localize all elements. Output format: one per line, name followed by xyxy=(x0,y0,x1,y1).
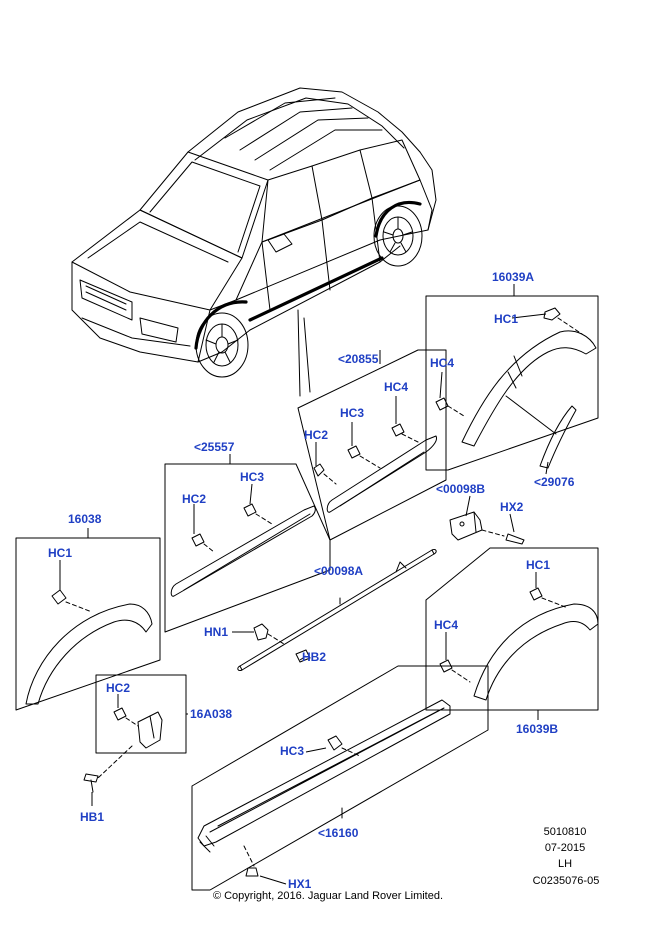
callout-16038[interactable]: 16038 xyxy=(68,512,102,526)
frame-16038 xyxy=(15,537,161,711)
fastener-hx2 xyxy=(481,529,525,545)
part-front-door-moulding xyxy=(170,505,316,597)
frame-16039A xyxy=(425,295,599,471)
callout-hc1-a[interactable]: HC1 xyxy=(494,312,519,326)
clip-hc3-b xyxy=(347,445,381,469)
bracket-hole xyxy=(459,521,465,527)
frame-16039B xyxy=(425,547,599,711)
clip-hc2-b xyxy=(313,463,337,485)
callout-00098B[interactable]: <00098B xyxy=(436,482,486,496)
callout-hc1-d[interactable]: HC1 xyxy=(48,546,73,560)
leader-29076 xyxy=(505,395,557,435)
front-door-moulding-edge xyxy=(183,513,311,591)
part-rear-door-moulding xyxy=(326,435,437,513)
clip-hc4-e xyxy=(439,659,471,683)
sill-tube-tab xyxy=(395,561,407,573)
callout-16160[interactable]: <16160 xyxy=(318,826,359,840)
callout-hx2[interactable]: HX2 xyxy=(500,500,524,514)
vehicle-arch-highlight-rear xyxy=(374,201,422,238)
callout-16039A[interactable]: 16039A xyxy=(492,270,535,284)
callout-25557[interactable]: <25557 xyxy=(194,440,235,454)
copyright-notice: © Copyright, 2016. Jaguar Land Rover Lim… xyxy=(212,890,444,902)
part-bracket-00098B xyxy=(449,511,483,541)
vehicle-sill-highlight xyxy=(248,256,384,322)
clip-hc3-g xyxy=(327,735,361,757)
sill-moulding-end xyxy=(199,835,215,853)
callout-hc2-b[interactable]: HC2 xyxy=(304,428,329,442)
clip-hc2-f xyxy=(113,707,139,727)
bracket-fold xyxy=(473,511,477,533)
callout-hc4-b[interactable]: HC4 xyxy=(384,380,409,394)
callout-20855[interactable]: <20855 xyxy=(338,352,379,366)
reference-number: 5010810 xyxy=(543,826,587,838)
fastener-hx1 xyxy=(243,845,259,877)
clip-hc2-c xyxy=(191,533,215,553)
fastener-hb1 xyxy=(83,745,133,793)
frame-25557 xyxy=(164,463,331,633)
part-sill-moulding xyxy=(197,699,451,847)
callout-hc4-a[interactable]: HC4 xyxy=(430,356,455,370)
clip-hc1-a xyxy=(543,307,583,335)
callout-hx1[interactable]: HX1 xyxy=(288,877,312,891)
callout-16A038[interactable]: 16A038 xyxy=(190,707,233,721)
mud-flap-rib xyxy=(149,715,155,739)
callout-hc3-c[interactable]: HC3 xyxy=(240,470,265,484)
callout-hc2-c[interactable]: HC2 xyxy=(182,492,207,506)
sill-moulding-edges xyxy=(209,707,445,833)
vehicle-arch-highlight-front xyxy=(194,300,248,350)
reference-side: LH xyxy=(557,858,573,870)
callout-hc3-g[interactable]: HC3 xyxy=(280,744,305,758)
vehicle-leader xyxy=(297,309,311,397)
callout-hb2[interactable]: HB2 xyxy=(302,650,327,664)
callout-hc3-b[interactable]: HC3 xyxy=(340,406,365,420)
frame-16160 xyxy=(191,665,489,891)
clip-hc4-a xyxy=(435,397,465,417)
illustration-code: C0235076-05 xyxy=(532,875,600,887)
reference-date: 07-2015 xyxy=(544,842,586,854)
clip-hc3-c xyxy=(243,503,273,525)
callout-hb1[interactable]: HB1 xyxy=(80,810,105,824)
rear-door-moulding-edge xyxy=(339,451,425,507)
vehicle-illustration xyxy=(71,87,437,378)
part-rear-wheel-arch-lower xyxy=(473,603,599,701)
frame-20855 xyxy=(297,349,447,541)
fastener-hb2 xyxy=(295,649,311,663)
clip-hc1-e xyxy=(529,587,569,609)
callout-leaders xyxy=(59,284,549,885)
callout-hc4-e[interactable]: HC4 xyxy=(434,618,459,632)
clip-hc4-b xyxy=(391,423,419,443)
fastener-hn1 xyxy=(253,623,285,645)
part-front-wheel-arch xyxy=(25,603,153,705)
callout-hc1-e[interactable]: HC1 xyxy=(526,558,551,572)
sill-tube-ends xyxy=(237,549,437,671)
part-mud-flap xyxy=(137,711,163,749)
part-arch-extension-29076 xyxy=(539,405,577,469)
callout-16039B[interactable]: 16039B xyxy=(516,722,559,736)
callout-00098A[interactable]: <00098A xyxy=(314,564,364,578)
callout-29076[interactable]: <29076 xyxy=(534,475,575,489)
callout-hn1[interactable]: HN1 xyxy=(204,625,229,639)
callout-hc2-f[interactable]: HC2 xyxy=(106,681,131,695)
part-rear-wheel-arch-upper xyxy=(461,330,597,447)
clip-hc1-d xyxy=(51,589,93,613)
